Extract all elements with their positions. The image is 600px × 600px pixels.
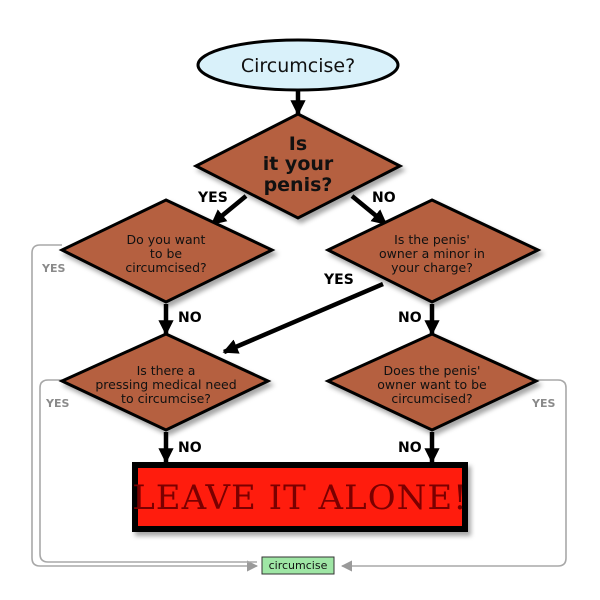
diamond-owner-wants (324, 332, 540, 432)
connector-want-yes (31, 244, 259, 572)
start-oval (196, 38, 400, 92)
label-yes-want: YES (41, 262, 65, 275)
decision-owner-wants: Does the penis' owner want to be circumc… (324, 332, 540, 432)
decision-want-line3: circumcised? (125, 260, 206, 275)
decision-owner-line1: Does the penis' (384, 363, 481, 378)
leave-it-alone-box (132, 462, 468, 532)
leave-it-alone-text: LEAVE IT ALONE! (132, 478, 468, 518)
decision-medical-need: Is there a pressing medical need to circ… (58, 332, 272, 432)
decision-want-line1: Do you want (127, 232, 206, 247)
label-no-owner: NO (398, 440, 422, 456)
decision-want-line2: to be (150, 246, 182, 261)
circumcise-text: circumcise (269, 559, 328, 572)
start-node: Circumcise? (196, 38, 400, 92)
label-no-medical: NO (178, 440, 202, 456)
circumcise-box (261, 556, 335, 575)
label-no-minor: NO (398, 310, 422, 326)
label-yes-own: YES (197, 190, 228, 206)
outcome-circumcise: circumcise (261, 556, 335, 575)
start-label: Circumcise? (241, 55, 355, 77)
diamond-medical-need (58, 332, 272, 432)
decision-medical-line3: to circumcise? (121, 391, 211, 406)
decision-own-penis-line1: Is (289, 133, 307, 155)
outcome-leave-it-alone: LEAVE IT ALONE! (132, 462, 468, 532)
label-yes-owner: YES (531, 397, 555, 410)
black-connectors (158, 90, 440, 464)
diamond-want-circumcision (58, 198, 276, 304)
label-no-want: NO (178, 310, 202, 326)
label-yes-minor: YES (323, 272, 354, 288)
gray-connectors (31, 244, 567, 572)
decision-own-penis-line2: it your (263, 153, 334, 175)
arrow-q1-no (350, 194, 388, 226)
arrow-minor-yes (222, 281, 384, 355)
decision-minor-line3: your charge? (391, 260, 473, 275)
diamond-own-penis (192, 112, 404, 220)
decision-minor-line1: Is the penis' (394, 232, 470, 247)
connector-owner-yes (340, 379, 567, 572)
decision-medical-line1: Is there a (137, 363, 196, 378)
diamond-minor-in-charge (324, 198, 542, 304)
decision-own-penis-line3: penis? (264, 174, 333, 196)
decision-owner-line2: owner want to be (377, 377, 487, 392)
label-no-own: NO (372, 190, 396, 206)
connector-medical-yes (39, 379, 257, 563)
label-yes-medical: YES (45, 397, 69, 410)
decision-owner-line3: circumcised? (391, 391, 472, 406)
decision-medical-line2: pressing medical need (95, 377, 236, 392)
decision-own-penis: Is it your penis? (192, 112, 404, 220)
decision-minor-line2: owner a minor in (379, 246, 485, 261)
arrow-q1-yes (210, 194, 248, 226)
decision-want-circumcision: Do you want to be circumcised? (58, 198, 276, 304)
decision-minor-in-charge: Is the penis' owner a minor in your char… (324, 198, 542, 304)
